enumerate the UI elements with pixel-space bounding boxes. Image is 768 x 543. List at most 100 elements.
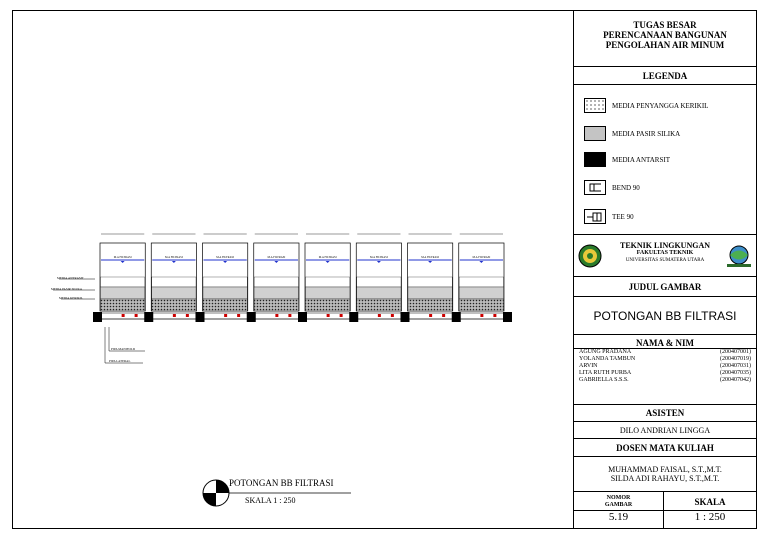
pipe-marker — [326, 314, 330, 317]
member-row: YOLANDA TAMBUN(200407019) — [579, 356, 751, 362]
drawing-area: M.A FILTRASI M.A FILTRASI M.A FILTRASI M.A … — [13, 11, 574, 528]
pipe-marker — [429, 314, 433, 317]
legend-item-antrasit: MEDIA ANTARSIT — [584, 152, 670, 167]
water-level-marker — [171, 261, 176, 263]
antrasit-layer — [254, 276, 299, 288]
pasir-layer — [151, 286, 197, 300]
support-block — [503, 312, 512, 322]
support-block — [349, 312, 359, 322]
legend-cell: MEDIA PENYANGGA KERIKIL MEDIA PASIR SILI… — [574, 85, 756, 235]
water-level-marker — [428, 261, 433, 263]
support-block — [400, 312, 410, 322]
support-block — [195, 312, 205, 322]
pipe-marker — [121, 314, 125, 317]
asisten-cell: DILO ANDRIAN LINGGA — [574, 422, 756, 439]
kerikil-layer — [407, 298, 453, 312]
university-name: UNIVERSITAS SUMATERA UTARA — [625, 258, 705, 263]
pipe-marker — [185, 314, 189, 317]
dosen-header: DOSEN MATA KULIAH — [616, 443, 714, 453]
legend-item-pasir: MEDIA PASIR SILIKA — [584, 126, 680, 141]
dosen-name-2: SILDA ADI RAHAYU, S.T.,M.T. — [610, 474, 720, 483]
antrasit-layer — [151, 276, 197, 288]
water-level-marker — [479, 261, 484, 263]
filter-section-drawing: M.A FILTRASI M.A FILTRASI M.A FILTRASI M.A … — [51, 233, 512, 507]
pipe-marker — [442, 314, 446, 317]
tee-90-icon — [584, 209, 606, 224]
pasir-layer — [459, 286, 504, 300]
pipe-marker — [493, 314, 497, 317]
support-block — [298, 312, 307, 322]
antrasit-layer — [202, 276, 248, 288]
institution-cell: TEKNIK LINGKUNGAN FAKULTAS TEKNIK UNIVER… — [574, 235, 756, 277]
asisten-header: ASISTEN — [645, 408, 685, 418]
kerikil-layer — [202, 298, 248, 312]
member-row: ARVIN(200407031) — [579, 363, 751, 369]
member-row: LITA RUTH PURBA(200407035) — [579, 370, 751, 376]
water-level-label: M.A FILTRASI — [421, 256, 439, 259]
department-name: TEKNIK LINGKUNGAN — [619, 241, 710, 250]
legend-header: LEGENDA — [642, 71, 688, 81]
pipe-marker — [237, 314, 241, 317]
water-level-label: M.A FILTRASI — [370, 256, 388, 259]
nomor-skala-cell: NOMOR GAMBAR 5.19 SKALA 1 : 250 — [574, 492, 756, 528]
pipe-marker — [339, 314, 343, 317]
pipe-marker — [480, 314, 484, 317]
kerikil-layer — [254, 298, 299, 312]
water-level-label: M.A FILTRASI — [472, 256, 490, 259]
pipe-marker — [288, 314, 292, 317]
faculty-name: FAKULTAS TEKNIK — [636, 250, 694, 256]
pipe-marker — [134, 314, 138, 317]
judul-header: JUDUL GAMBAR — [628, 282, 702, 292]
legend-item-kerikil: MEDIA PENYANGGA KERIKIL — [584, 98, 708, 113]
member-list: AGUNG PRADANA(200407001) YOLANDA TAMBUN(… — [579, 349, 751, 384]
antrasit-layer — [100, 276, 145, 288]
asisten-header-cell: ASISTEN — [574, 405, 756, 422]
water-level-label: M.A FILTRASI — [319, 256, 337, 259]
pasir-swatch-icon — [584, 126, 606, 141]
kerikil-layer — [356, 298, 402, 312]
pipe-marker — [377, 314, 381, 317]
member-row: GABRIELLA S.S.S.(200407042) — [579, 377, 751, 383]
kerikil-layer — [100, 298, 145, 312]
support-block — [451, 312, 461, 322]
antrasit-layer — [459, 276, 504, 288]
dosen-name-1: MUHAMMAD FAISAL, S.T.,M.T. — [608, 465, 722, 474]
label-media-antrasit: MEDIA ANTRASIT — [57, 276, 84, 280]
water-level-label: M.A FILTRASI — [216, 256, 234, 259]
bend-90-icon — [584, 180, 606, 195]
label-pipa-lateral: PIPA LATERAL — [109, 359, 130, 363]
kerikil-layer — [305, 298, 350, 312]
pipe-marker — [275, 314, 279, 317]
support-block — [144, 312, 154, 322]
water-level-label: M.A FILTRASI — [165, 256, 183, 259]
nama-cell: NAMA & NIM AGUNG PRADANA(200407001) YOLA… — [574, 335, 756, 405]
filter-cells: M.A FILTRASI M.A FILTRASI M.A FILTRASI M.A … — [93, 233, 512, 322]
pipe-marker — [390, 314, 394, 317]
kerikil-layer — [459, 298, 504, 312]
title-block: TUGAS BESAR PERENCANAAN BANGUNAN PENGOLA… — [574, 11, 756, 528]
water-level-marker — [325, 261, 330, 263]
dosen-header-cell: DOSEN MATA KULIAH — [574, 439, 756, 457]
antrasit-layer — [305, 276, 350, 288]
antrasit-swatch-icon — [584, 152, 606, 167]
asisten-name: DILO ANDRIAN LINGGA — [619, 426, 711, 435]
label-media-kerikil: MEDIA KERIKIL — [59, 296, 83, 300]
legend-item-bend: BEND 90 — [584, 180, 640, 195]
skala-value: 1 : 250 — [694, 511, 726, 523]
skala-label: SKALA — [664, 492, 756, 511]
antrasit-layer — [407, 276, 453, 288]
pasir-layer — [407, 286, 453, 300]
legend-item-tee: TEE 90 — [584, 209, 634, 224]
nomor-label: NOMOR GAMBAR — [574, 492, 663, 511]
drawing-scale: SKALA 1 : 250 — [245, 496, 295, 505]
pasir-layer — [254, 286, 299, 300]
nama-header: NAMA & NIM — [574, 335, 756, 349]
project-title: TUGAS BESAR PERENCANAAN BANGUNAN PENGOLA… — [603, 20, 727, 50]
label-media-pasir: MEDIA PASIR SILIKA — [51, 287, 83, 291]
pipe-marker — [172, 314, 176, 317]
pasir-layer — [356, 286, 402, 300]
water-level-marker — [376, 261, 381, 263]
kerikil-swatch-icon — [584, 98, 606, 113]
university-logo-icon — [578, 244, 602, 268]
nomor-value: 5.19 — [608, 511, 629, 523]
